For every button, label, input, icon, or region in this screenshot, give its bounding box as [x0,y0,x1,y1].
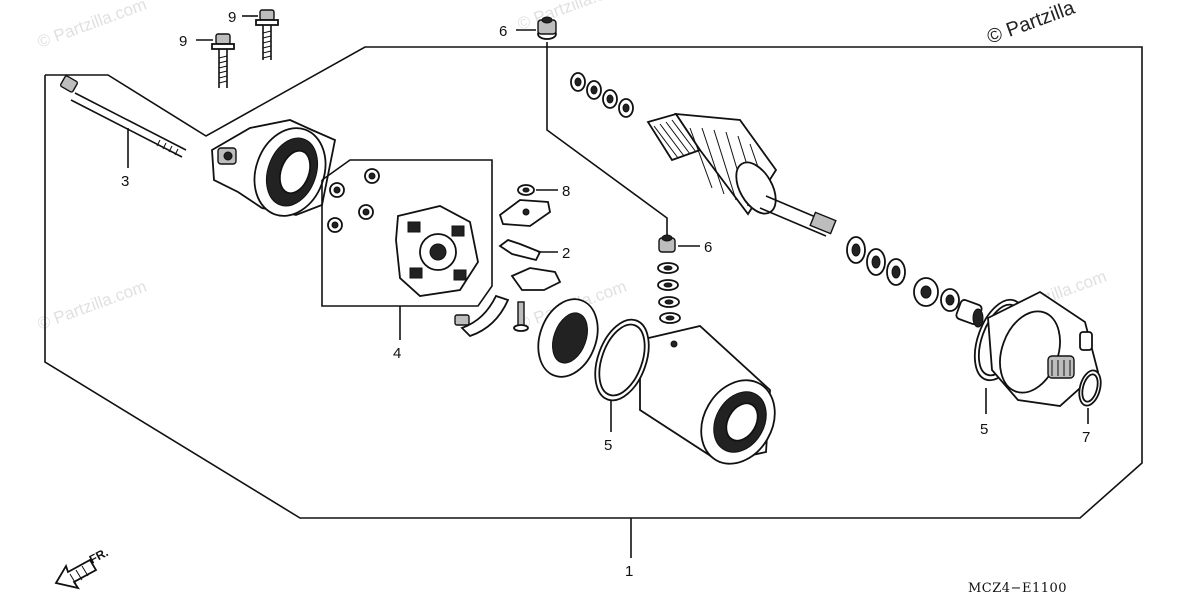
front-end-cover [211,119,337,217]
callout-7: 7 [1082,429,1090,446]
leader-line [546,42,668,238]
brush-terminal-part-2 [454,238,562,338]
callout-8: 8 [562,183,570,200]
watermark-text: © Partzilla.com [35,277,149,334]
bolt-part-9-lower [211,33,235,88]
brush-holder-assembly [327,168,479,297]
callout-6: 6 [499,23,507,40]
armature [570,72,837,237]
watermark-text: © Partzilla.com [515,0,629,34]
nut-part-6-upper [537,16,557,40]
rear-washer-stack [846,236,984,328]
through-bolt-part-3 [59,75,187,158]
callout-5: 5 [604,437,612,454]
callout-4: 4 [393,345,401,362]
callout-6: 6 [704,239,712,256]
o-ring-part-7 [1078,369,1102,407]
diagram-code: MCZ4−E1100 [968,581,1067,596]
brush-holder-group-box [321,159,493,307]
o-ring-part-5-left [594,318,650,402]
nut-washer-stack-part-6 [657,234,681,324]
callout-5: 5 [980,421,988,438]
front-direction-arrow [54,558,98,590]
callout-1: 1 [625,563,633,580]
watermark-text: © Partzilla [984,0,1078,49]
callout-9: 9 [179,33,187,50]
bolt-part-9-upper [255,9,279,60]
callout-3: 3 [121,173,129,190]
yoke-housing [537,298,776,465]
terminal-insulator [498,199,551,227]
washer-part-8 [517,184,535,196]
rear-end-cover [987,290,1100,407]
assembly-boundary [44,46,1143,519]
watermark-text: © Partzilla.com [35,0,149,52]
callout-2: 2 [562,245,570,262]
callout-9: 9 [228,9,236,26]
